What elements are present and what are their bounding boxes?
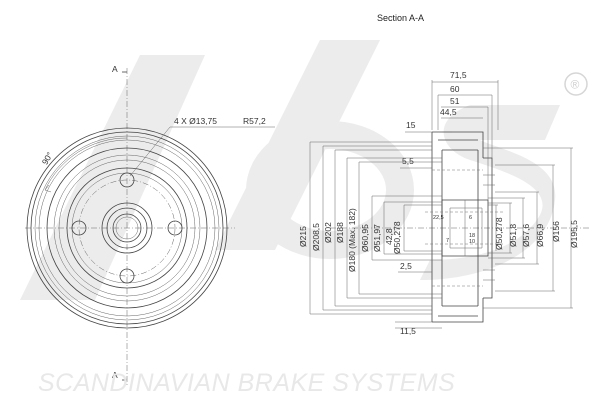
bolt-hole	[167, 220, 183, 236]
dim-10: 10	[469, 239, 475, 245]
dim-d188: Ø188	[335, 222, 345, 243]
hub-outer	[101, 202, 153, 254]
dim-d50-278-left: Ø50,278	[392, 221, 402, 254]
dim-d60-95: Ø60,95	[360, 224, 370, 252]
bolt-hole	[71, 220, 87, 236]
footer-brand-text: SCANDINAVIAN BRAKE SYSTEMS	[38, 369, 455, 397]
trademark-mark: ®	[571, 78, 580, 92]
top-dimensions: 71,5 60 51 44,5 15 5,5 2,5 11,5	[395, 70, 499, 336]
dim-42-8: 42,8	[384, 228, 394, 245]
dim-d51-8: Ø51,8	[508, 224, 518, 247]
dim-d215: Ø215	[298, 226, 308, 247]
dim-d156: Ø156	[551, 221, 561, 242]
bolt-hole	[119, 172, 135, 188]
dim-7: 7	[446, 238, 449, 244]
bolt-radius-label: R57,2	[243, 116, 266, 126]
angle-label: 90°	[40, 150, 55, 166]
section-title: Section A-A	[377, 13, 424, 23]
hub-bore	[112, 213, 142, 243]
dim-d66-9: Ø66,9	[535, 224, 545, 247]
dim-60: 60	[450, 84, 460, 94]
dim-18: 18	[469, 233, 475, 239]
sbs-watermark-logo: ®	[20, 40, 588, 300]
section-marker-top: A	[112, 64, 118, 74]
dim-51: 51	[450, 96, 460, 106]
bolt-hole	[119, 268, 135, 284]
dim-d50-278-right: Ø50,278	[494, 217, 504, 250]
dim-d57-6: Ø57,6	[521, 224, 531, 247]
dim-d180: Ø180 (Max. 182)	[347, 208, 357, 272]
dim-5-5: 5,5	[402, 156, 414, 166]
bolt-pattern-label: 4 X Ø13,75	[174, 116, 217, 126]
dim-d202: Ø202	[323, 222, 333, 243]
section-view: 22,5 6 7 18 10 71,5 60 51 44,5 15 5,5	[298, 70, 590, 336]
front-view: A A 90° 4 X Ø13,75 R57,2	[25, 64, 275, 385]
section-marker-bottom: A	[112, 370, 118, 380]
dim-6: 6	[469, 215, 472, 221]
right-diameters: Ø50,278 Ø51,8 Ø57,6 Ø66,9 Ø156 Ø195,5	[483, 147, 579, 309]
dim-15: 15	[406, 120, 416, 130]
dim-11-5: 11,5	[400, 326, 416, 336]
dim-d208-5: Ø208,5	[311, 223, 321, 251]
dim-44-5: 44,5	[440, 107, 457, 117]
dim-d195-5: Ø195,5	[569, 220, 579, 248]
left-diameters: Ø215 Ø208,5 Ø202 Ø188 Ø180 (Max. 182) Ø6…	[298, 141, 442, 315]
dim-71-5: 71,5	[450, 70, 467, 80]
dim-22-5: 22,5	[433, 215, 444, 221]
dim-d51-97: Ø51,97	[372, 224, 382, 252]
dim-2-5: 2,5	[400, 261, 412, 271]
